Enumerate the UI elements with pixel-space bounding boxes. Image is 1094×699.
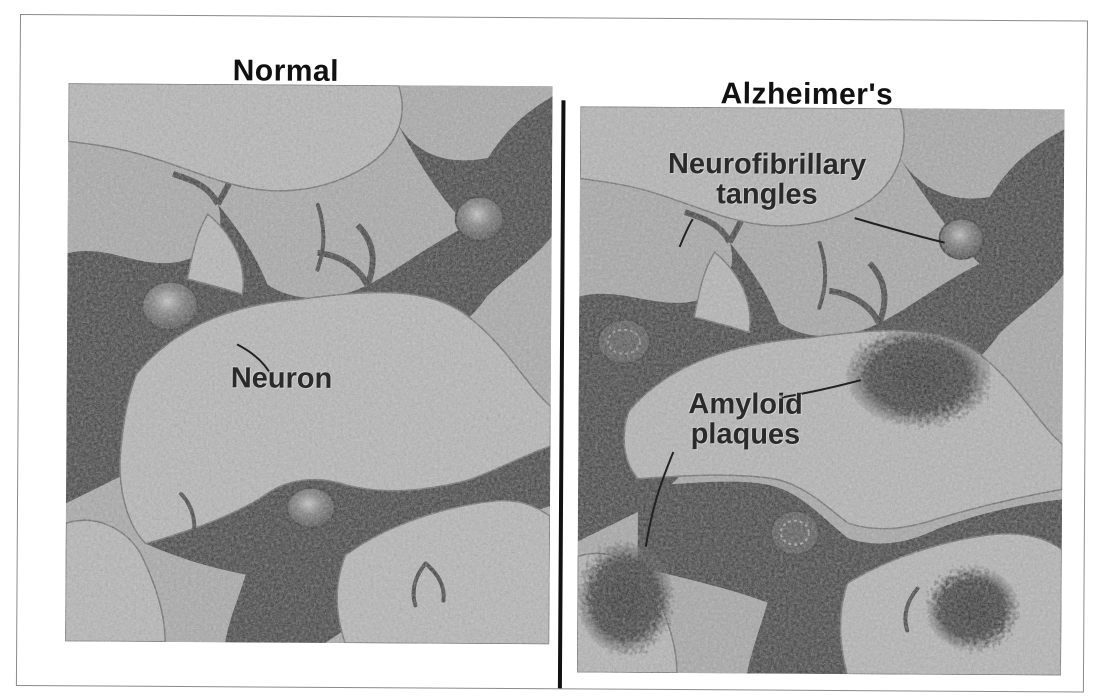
tangles-label-line2: tangles [642, 179, 892, 211]
normal-brain-illustration: Neuron [65, 83, 552, 644]
neuron-label: Neuron [231, 363, 333, 394]
plaques-label-line1: Amyloid [671, 389, 821, 420]
neurofibrillary-tangles-label: Neurofibrillary tangles [642, 149, 892, 211]
plaques-label-line2: plaques [670, 419, 820, 450]
amyloid-plaques-label: Amyloid plaques [670, 389, 820, 450]
tangles-label-line1: Neurofibrillary [642, 149, 892, 181]
figure-frame: Normal Alzheimer's [16, 14, 1088, 693]
alzheimers-brain-illustration: Neurofibrillary tangles Amyloid plaques [577, 106, 1064, 675]
panel-divider [558, 100, 566, 688]
